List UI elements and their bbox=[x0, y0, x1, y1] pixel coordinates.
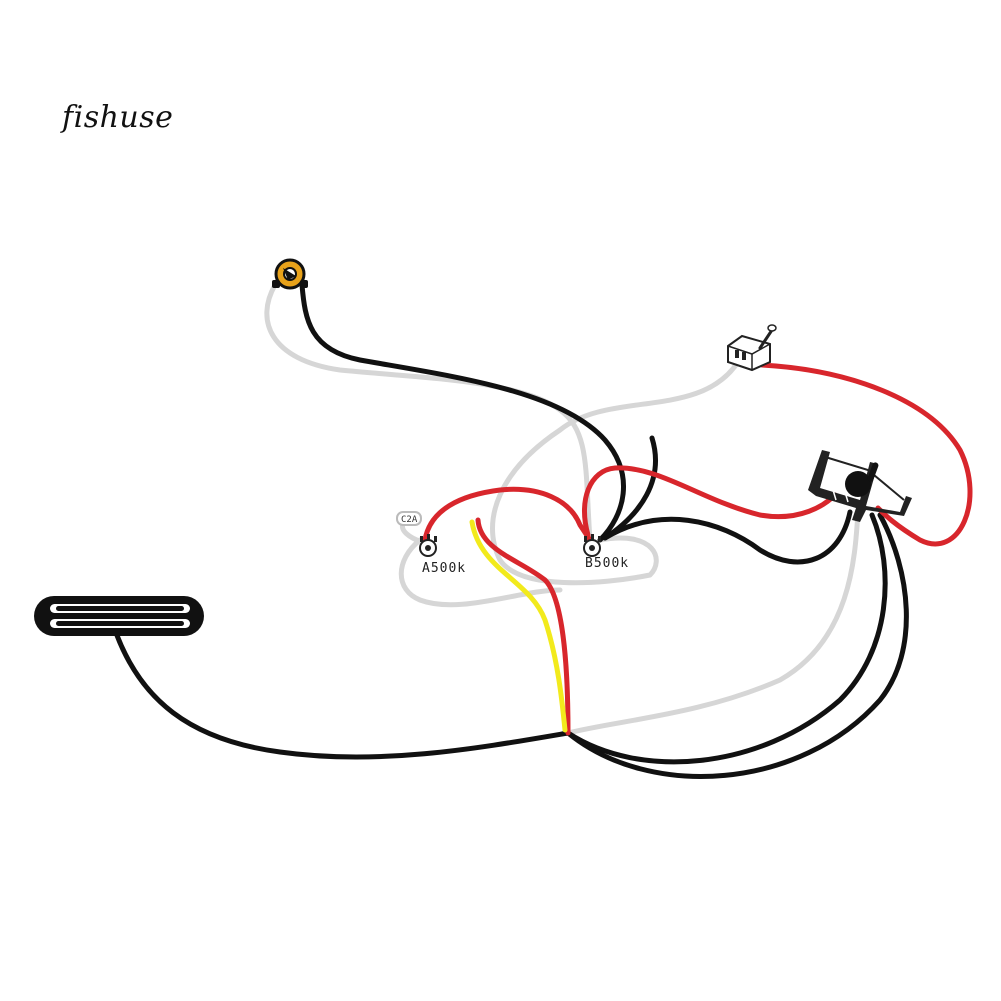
white-wire-switch-to-junction bbox=[565, 509, 861, 736]
output-jack-icon bbox=[272, 258, 308, 290]
white-wire-pot-a-loop bbox=[398, 537, 563, 608]
pot-b-label: B500k bbox=[585, 556, 629, 571]
black-wire-switch-lug-1 bbox=[565, 512, 888, 765]
brand-logo: fishuse bbox=[62, 100, 174, 135]
red-wire-pot-b-to-switch bbox=[582, 465, 838, 538]
potentiometer-icon bbox=[583, 534, 601, 557]
red-wire-hot-lead bbox=[475, 517, 571, 736]
yellow-wire-hot-lead bbox=[469, 519, 568, 733]
white-wires bbox=[264, 282, 861, 736]
pot-b: B500k bbox=[583, 534, 629, 571]
black-wire-jack-to-pot-b bbox=[299, 282, 626, 543]
black-wires bbox=[112, 282, 909, 779]
red-wire-pot-a-to-pot-b bbox=[422, 486, 593, 543]
capacitor-label: C2A bbox=[401, 515, 418, 525]
black-wire-pot-b-to-switch bbox=[602, 509, 853, 565]
pot-a: A500k bbox=[419, 534, 466, 576]
pot-a-label: A500k bbox=[422, 561, 466, 576]
potentiometer-icon bbox=[419, 534, 437, 557]
white-wire-toggle-to-pots bbox=[490, 359, 741, 586]
red-wire-toggle-to-switch bbox=[759, 362, 973, 547]
capacitor: C2A bbox=[396, 511, 422, 526]
black-wire-pickup-to-junction bbox=[112, 627, 571, 760]
red-wires bbox=[422, 362, 973, 736]
pickup-selector-switch-icon bbox=[808, 450, 912, 522]
humbucker-rail-pickup-icon bbox=[34, 596, 204, 636]
black-wire-switch-lug-2 bbox=[565, 512, 909, 779]
white-wire-jack-loop bbox=[264, 282, 593, 543]
mini-toggle-switch-icon bbox=[727, 324, 777, 372]
